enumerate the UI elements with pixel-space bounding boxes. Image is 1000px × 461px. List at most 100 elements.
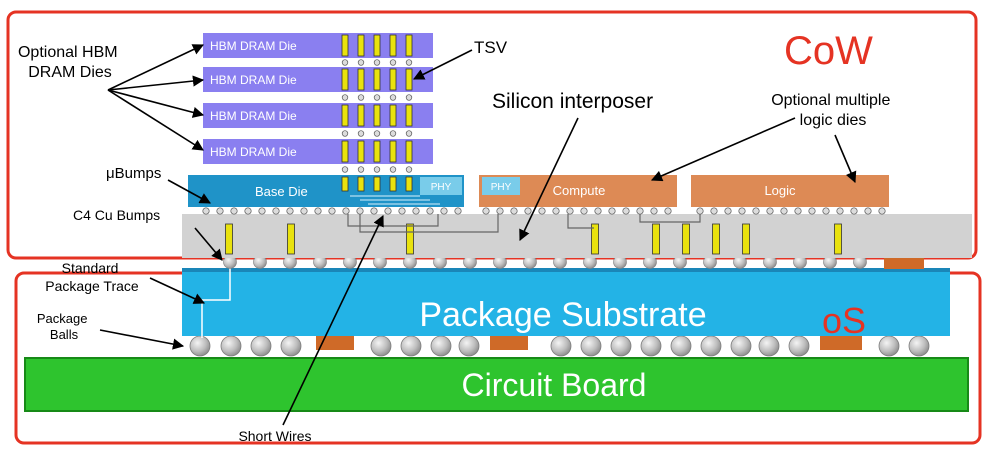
package-ball xyxy=(370,335,392,357)
micro-bump xyxy=(328,207,336,215)
interposer-tsv xyxy=(712,223,720,255)
package-balls-line2: Balls xyxy=(50,327,79,342)
micro-bump xyxy=(244,207,252,215)
micro-bump xyxy=(594,207,602,215)
hbm-microbump xyxy=(389,59,397,66)
hbm-tsv xyxy=(405,140,413,163)
arrow-interposer xyxy=(519,117,579,242)
arrow-c4 xyxy=(194,227,223,261)
micro-bump xyxy=(664,207,672,215)
arrow-short-wires xyxy=(282,214,384,426)
package-ball xyxy=(908,335,930,357)
hbm-callout-label: Optional HBM DRAM Dies xyxy=(18,44,122,81)
hbm-microbump xyxy=(389,94,397,101)
package-ball xyxy=(189,335,211,357)
package-ball xyxy=(640,335,662,357)
arrow-logic-logic xyxy=(834,134,857,184)
micro-bump xyxy=(752,207,760,215)
hbm-tsv xyxy=(357,176,365,192)
hbm-tsv xyxy=(389,34,397,57)
hbm-microbump xyxy=(341,59,349,66)
micro-bump xyxy=(524,207,532,215)
hbm-microbump xyxy=(341,94,349,101)
base-die-wiring xyxy=(350,195,440,205)
hbm-tsvs xyxy=(341,34,413,192)
micro-bump xyxy=(482,207,490,215)
hbm-microbump xyxy=(373,94,381,101)
hbm-tsv xyxy=(389,140,397,163)
hbm-tsv xyxy=(405,104,413,127)
circuit-board-label: Circuit Board xyxy=(462,367,647,403)
cow-label: CoW xyxy=(784,29,873,73)
substrate-pad xyxy=(490,336,528,350)
package-ball xyxy=(788,335,810,357)
micro-bump xyxy=(608,207,616,215)
substrate-top-line xyxy=(182,268,950,272)
hbm-microbump xyxy=(373,166,381,173)
hbm-microbump xyxy=(357,59,365,66)
hbm-microbump xyxy=(405,130,413,137)
hbm-tsv xyxy=(373,140,381,163)
hbm-tsv xyxy=(341,176,349,192)
package-balls xyxy=(189,335,930,357)
micro-bump xyxy=(724,207,732,215)
hbm-tsv xyxy=(357,68,365,91)
logic-die-label: Logic xyxy=(764,183,796,198)
package-ball xyxy=(610,335,632,357)
tsv-label: TSV xyxy=(474,38,508,57)
hbm-microbump xyxy=(357,130,365,137)
arrow-hbm-4 xyxy=(107,89,204,151)
micro-bump xyxy=(496,207,504,215)
micro-bump xyxy=(370,207,378,215)
micro-bump xyxy=(258,207,266,215)
hbm-microbump xyxy=(405,94,413,101)
package-ball xyxy=(730,335,752,357)
hbm-microbump xyxy=(357,166,365,173)
ubumps-label: μBumps xyxy=(106,165,161,182)
micro-bump xyxy=(738,207,746,215)
arrow-hbm-1 xyxy=(107,44,205,91)
micro-bump xyxy=(580,207,588,215)
interposer-tsv xyxy=(287,223,295,255)
hbm-tsv xyxy=(341,104,349,127)
micro-bump xyxy=(384,207,392,215)
interposer-tsv xyxy=(225,223,233,255)
hbm-tsv xyxy=(373,104,381,127)
hbm-tsv xyxy=(389,176,397,192)
hbm-tsv xyxy=(405,34,413,57)
short-wires-label: Short Wires xyxy=(238,428,311,444)
compute-die-label: Compute xyxy=(553,183,606,198)
hbm-microbump xyxy=(389,130,397,137)
substrate-pad xyxy=(884,257,924,269)
interposer-tsv xyxy=(682,223,690,255)
hbm-stack: HBM DRAM Die HBM DRAM Die HBM DRAM Die H… xyxy=(203,33,433,164)
base-die-phy xyxy=(420,177,462,195)
micro-bump xyxy=(552,207,560,215)
interposer-tsv xyxy=(742,223,750,255)
silicon-interposer-label: Silicon interposer xyxy=(492,90,653,113)
hbm-die-label: HBM DRAM Die xyxy=(210,39,297,53)
substrate-pad xyxy=(316,336,354,350)
hbm-tsv xyxy=(357,140,365,163)
c4-bumps-label: C4 Cu Bumps xyxy=(73,207,160,223)
package-trace-label: Standard Package Trace xyxy=(45,260,139,294)
micro-bump xyxy=(356,207,364,215)
package-balls-line1: Package xyxy=(37,311,88,326)
micro-bump xyxy=(878,207,886,215)
package-ball xyxy=(250,335,272,357)
package-ball xyxy=(758,335,780,357)
micro-bumps xyxy=(202,207,886,215)
package-trace-line1: Standard xyxy=(62,260,119,276)
c4-bumps xyxy=(223,255,867,269)
micro-bump xyxy=(808,207,816,215)
logic-callout-label: Optional multiple logic dies xyxy=(771,92,895,129)
logic-callout-line1: Optional multiple xyxy=(771,92,890,109)
package-ball xyxy=(700,335,722,357)
logic-callout-line2: logic dies xyxy=(800,112,867,129)
compute-die-phy xyxy=(482,177,520,195)
micro-bump xyxy=(822,207,830,215)
hbm-tsv xyxy=(373,34,381,57)
micro-bump xyxy=(426,207,434,215)
short-wire xyxy=(567,214,594,229)
